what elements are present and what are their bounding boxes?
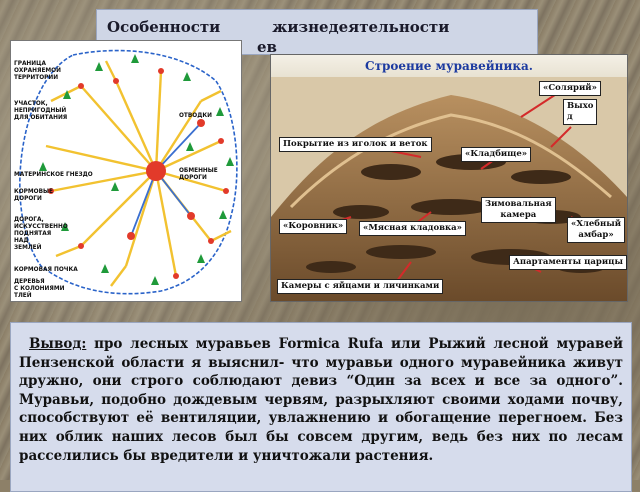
anthill-structure-diagram: Строение муравейника. «Солярий» Выхо д П…: [270, 54, 628, 302]
label-meat-pantry: «Мясная кладовка»: [359, 221, 466, 236]
label-grain-barn: «Хлебный амбар»: [567, 217, 626, 243]
map-label-border-3: ТЕРРИТОРИИ: [14, 75, 58, 81]
map-label-raised-road-4: НАД: [14, 238, 29, 244]
map-label-feeding-nest: КОРМОВАЯ ПОЧКА: [14, 267, 78, 273]
label-cover: Покрытие из иголок и веток: [279, 137, 432, 152]
conclusion-body: про лесных муравьев Formica Rufa или Рыж…: [19, 336, 623, 464]
map-label-feeding-roads-1: КОРМОВЫЕ: [14, 189, 53, 195]
label-exit: Выхо д: [563, 99, 597, 125]
map-label-exchange-roads-2: ДОРОГИ: [179, 175, 207, 181]
label-cemetery: «Кладбище»: [461, 147, 532, 162]
map-label-raised-road-2: ИСКУССТВЕННО: [14, 224, 68, 230]
map-label-aphid-trees-3: ТЛЕЙ: [14, 291, 32, 299]
map-label-raised-road-3: ПОДНЯТАЯ: [14, 231, 51, 237]
map-label-border-1: ГРАНИЦА: [14, 61, 47, 67]
mother-nest-icon: [146, 161, 166, 181]
map-label-aphid-trees-2: С КОЛОНИЯМИ: [14, 286, 65, 292]
map-label-unsuitable-1: УЧАСТОК,: [14, 101, 48, 107]
label-solarium: «Солярий»: [539, 81, 601, 96]
map-label-unsuitable-2: НЕПРИГОДНЫЙ: [14, 106, 66, 114]
diagram-title: Строение муравейника.: [271, 55, 627, 77]
map-label-unsuitable-3: ДЛЯ ОБИТАНИЯ: [14, 115, 67, 121]
title-part-3: ев: [257, 38, 277, 55]
label-winter-chamber: Зимовальная камера: [481, 197, 556, 223]
conclusion-lead: Вывод:: [29, 336, 87, 352]
territory-border: [19, 49, 238, 295]
map-label-border-2: ОХРАНЯЕМОЙ: [14, 66, 61, 74]
cover-layer: [289, 113, 612, 209]
aphid-tree-icons: [39, 54, 234, 285]
map-label-outposts: ОТВОДКИ: [179, 113, 212, 119]
title-part-2: жизнедеятельности: [272, 18, 450, 36]
label-egg-chambers: Камеры с яйцами и личинками: [277, 279, 444, 294]
territory-map-drawing: ГРАНИЦА ОХРАНЯЕМОЙ ТЕРРИТОРИИ УЧАСТОК, Н…: [14, 49, 238, 299]
conclusion-text: Вывод: про лесных муравьев Formica Rufa …: [10, 322, 632, 492]
map-label-aphid-trees-1: ДЕРЕВЬЯ: [14, 279, 45, 285]
map-label-mother-nest: МАТЕРИНСКОЕ ГНЕЗДО: [14, 172, 93, 178]
label-queen-apartments: Апартаменты царицы: [509, 255, 627, 270]
title-part-1: Особенности: [107, 18, 221, 36]
map-label-raised-road-1: ДОРОГА,: [14, 217, 44, 223]
slide-title: Особенности жизнедеятельности ев: [96, 9, 538, 55]
map-label-feeding-roads-2: ДОРОГИ: [14, 196, 42, 202]
map-label-exchange-roads-1: ОБМЕННЫЕ: [179, 168, 218, 174]
territory-map: ГРАНИЦА ОХРАНЯЕМОЙ ТЕРРИТОРИИ УЧАСТОК, Н…: [10, 40, 242, 302]
map-label-raised-road-5: ЗЕМЛЕЙ: [14, 243, 42, 251]
outpost-nests: [48, 68, 229, 279]
label-cowshed: «Коровник»: [279, 219, 348, 234]
